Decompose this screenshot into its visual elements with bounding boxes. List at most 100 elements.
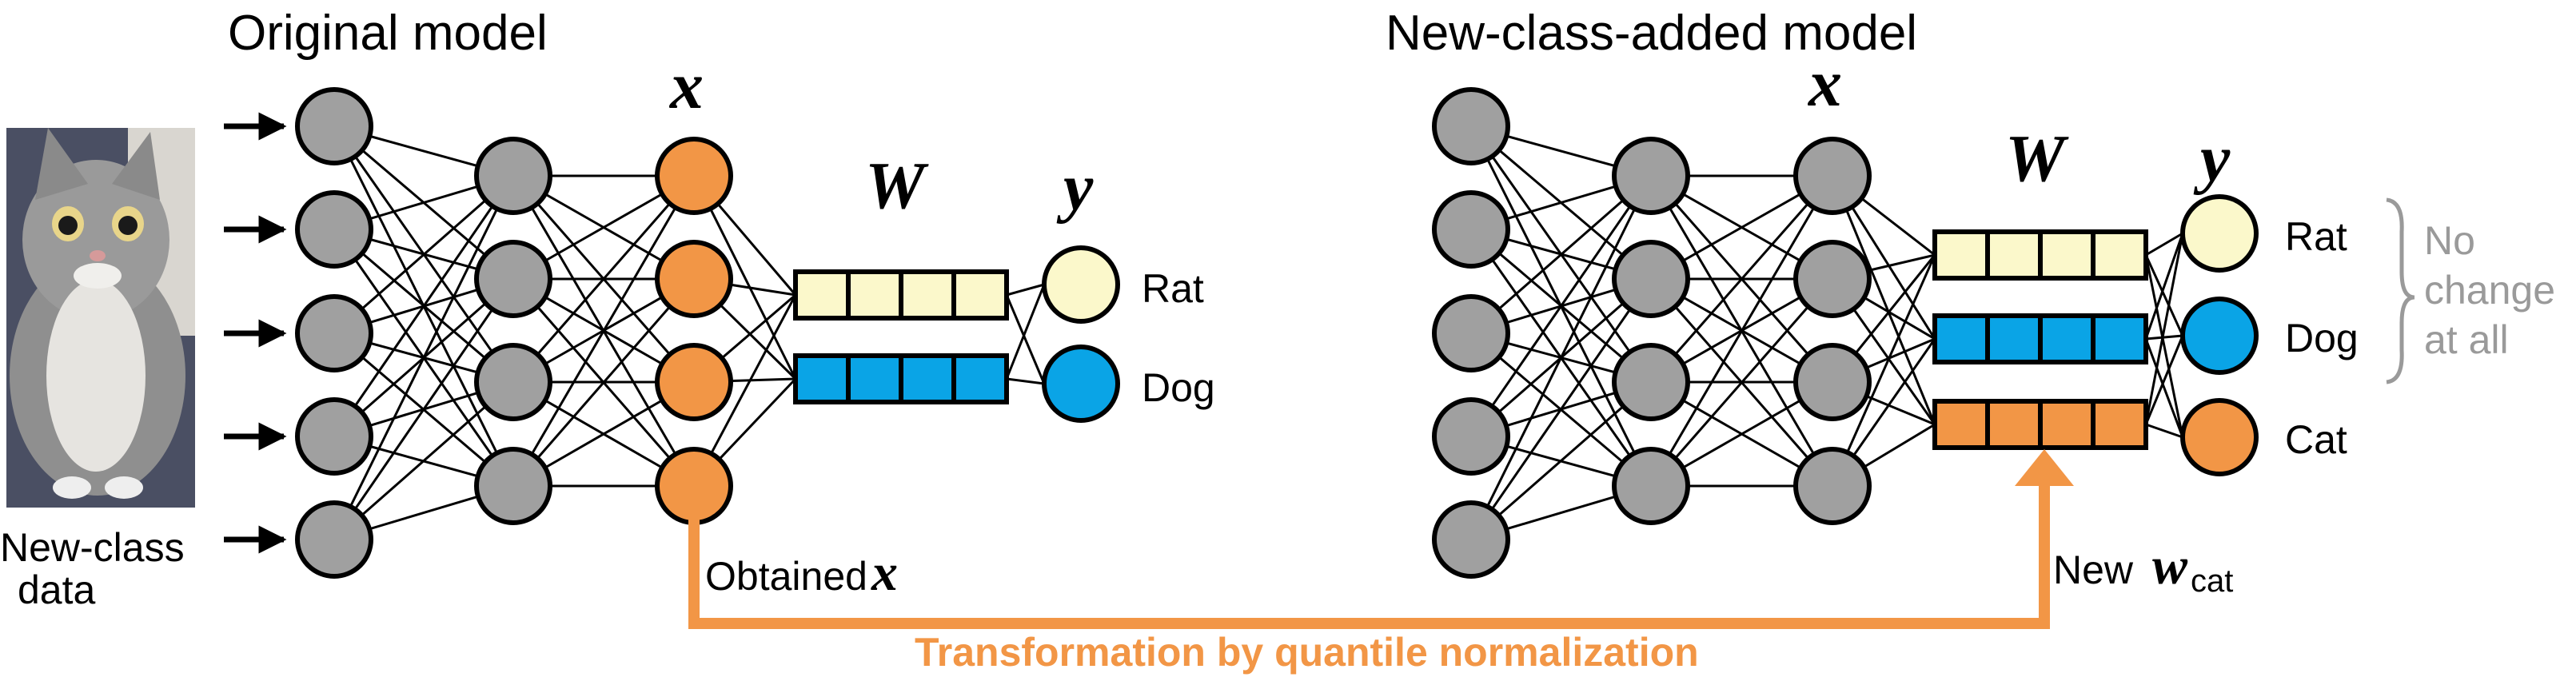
added-input-layer (1432, 87, 1510, 579)
no-change-bracket (2386, 197, 2415, 384)
weight-cell (2038, 399, 2095, 450)
feature-neuron (1793, 447, 1872, 525)
original-output-label-dog: Dog (1142, 365, 1215, 410)
neuron (1612, 240, 1690, 318)
network-edge (333, 278, 515, 540)
weight-cell (1985, 313, 2043, 364)
no-change-line3: at all (2424, 317, 2509, 362)
original-model-title: Original model (228, 6, 548, 61)
original-w-symbol: W (865, 149, 929, 223)
feature-neuron (655, 137, 733, 215)
added-w-symbol: W (2005, 121, 2069, 196)
transformation-caption: Transformation by quantile normalization (915, 630, 1699, 675)
weight-row-dog (1932, 313, 2148, 364)
neuron (295, 87, 373, 165)
input-arrows (224, 112, 287, 554)
network-edge (2144, 233, 2184, 340)
network-edge (512, 175, 696, 487)
original-weight-matrix (793, 269, 1009, 404)
network-edge (512, 175, 696, 383)
neuron (474, 343, 552, 421)
added-feature-layer (1793, 137, 1872, 525)
network-edge (1469, 175, 1653, 540)
network-edge (1005, 284, 1046, 380)
original-input-layer (295, 87, 373, 579)
network-edge (1469, 175, 1653, 437)
no-change-line2: change (2424, 268, 2555, 313)
weight-cell (2038, 313, 2095, 364)
network-edge (1469, 278, 1653, 540)
feature-neuron (1793, 343, 1872, 421)
network-edge (2144, 338, 2184, 438)
weight-cell (2091, 313, 2148, 364)
feature-neuron (1793, 137, 1872, 215)
network-edge (333, 380, 514, 541)
neuron (1612, 137, 1690, 215)
output-node-rat (1042, 245, 1120, 324)
original-hidden-layer (474, 137, 552, 525)
original-y-symbol: y (1056, 150, 1094, 225)
neuron (1612, 447, 1690, 525)
neuron (1432, 500, 1510, 579)
network-edge (333, 174, 514, 335)
added-x-symbol: x (1807, 46, 1842, 121)
feature-neuron (1793, 240, 1872, 318)
network-edge (512, 278, 696, 487)
weight-cell (793, 269, 851, 321)
network-edge (1649, 175, 1834, 383)
weight-row-rat (1932, 229, 2148, 281)
weight-cell (2038, 229, 2095, 281)
weight-cell (899, 269, 956, 321)
weight-row-rat (793, 269, 1009, 321)
neuron (1432, 87, 1510, 165)
obtained-x-label: Obtained (705, 554, 867, 599)
neuron (1612, 343, 1690, 421)
network-edge (1649, 175, 1834, 487)
network-edge (2144, 254, 2184, 337)
added-weight-matrix (1932, 229, 2148, 450)
weight-cell (846, 269, 903, 321)
output-node-rat (2180, 194, 2259, 273)
cat-photo (6, 128, 195, 508)
transformation-arrowhead (2015, 449, 2074, 486)
weight-cell (951, 353, 1009, 404)
original-output-label-rat: Rat (1142, 266, 1204, 311)
network-edge (1649, 278, 1834, 487)
original-output-layer (1042, 245, 1120, 423)
network-edge (2145, 423, 2183, 439)
feature-neuron (655, 240, 733, 318)
neuron (295, 190, 373, 269)
weight-cell (1932, 313, 1990, 364)
new-wcat-symbol: w (2152, 537, 2188, 595)
weight-cell (1932, 229, 1990, 281)
added-output-label-dog: Dog (2285, 316, 2359, 360)
obtained-x-symbol: x (871, 544, 898, 602)
input-label-line1: New-class (0, 525, 185, 570)
weight-row-cat (1932, 399, 2148, 450)
output-node-dog (2180, 297, 2259, 375)
neuron (1432, 294, 1510, 372)
added-y-symbol: y (2193, 121, 2231, 196)
new-wcat-subscript: cat (2191, 564, 2233, 599)
network-edge (2144, 233, 2184, 425)
network-edge (2144, 254, 2184, 438)
neuron (295, 397, 373, 476)
added-hidden-layer (1612, 137, 1690, 525)
new-wcat-label: New (2053, 548, 2134, 592)
added-output-layer (2180, 194, 2259, 476)
network-edge (2145, 232, 2183, 257)
network-edge (2144, 335, 2184, 425)
network-edge (333, 175, 515, 540)
weight-cell (2091, 229, 2148, 281)
weight-cell (899, 353, 956, 404)
neuron (1432, 397, 1510, 476)
network-edge (1006, 283, 1045, 297)
weight-row-dog (793, 353, 1009, 404)
weight-cell (793, 353, 851, 404)
network-edge (1006, 377, 1045, 385)
original-x-symbol: x (668, 49, 704, 123)
feature-neuron (655, 447, 733, 525)
transformation-arrow (688, 480, 2050, 629)
weight-cell (1985, 399, 2043, 450)
